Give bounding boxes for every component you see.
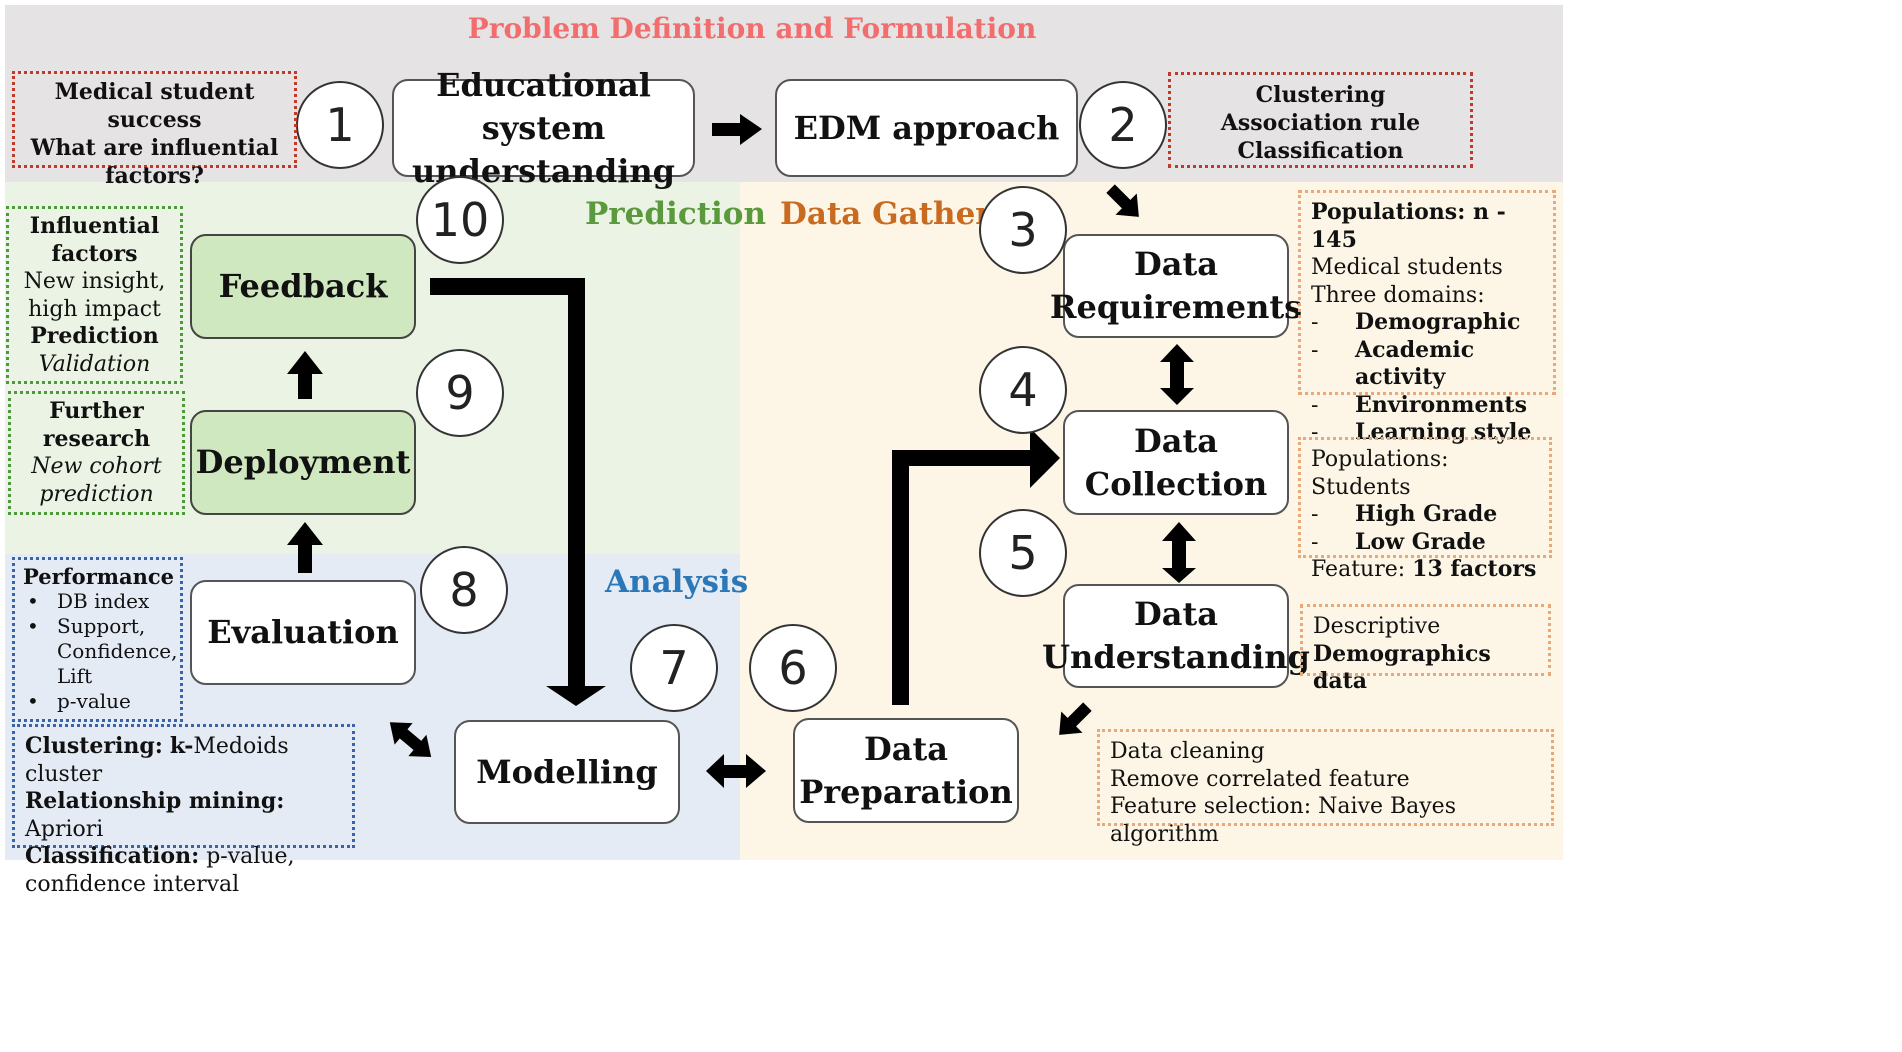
feedback-note-line: New insight, (23, 269, 166, 294)
understanding-note-line: Descriptive (1313, 614, 1441, 639)
data-understanding-box[interactable]: Data Understanding (1042, 584, 1310, 688)
step-number-5: 5 (979, 509, 1067, 597)
step-number-2: 2 (1079, 81, 1167, 169)
requirements-note-line: Three domains: (1311, 282, 1485, 308)
arrowhead-edu-to-edm (740, 114, 762, 145)
feedback-note-line: Influential (29, 213, 160, 239)
step-number-7: 7 (630, 624, 718, 712)
problem-note-line: Medical student success (54, 79, 255, 133)
collection-population: Populations: Students (1311, 447, 1449, 500)
grade-item: -Low Grade (1311, 528, 1486, 555)
performance-note: Performance DB index Support, Confidence… (12, 557, 183, 722)
deployment-note-line: New cohort (31, 454, 162, 479)
performance-item: p-value (27, 689, 172, 714)
arrow-preparation-modelling (706, 754, 766, 788)
data-requirements-box[interactable]: Data Requirements (1050, 234, 1302, 338)
feedback-note-line: factors (51, 240, 138, 267)
requirements-note: Populations: n - 145 Medical students Th… (1298, 190, 1556, 445)
evaluation-box[interactable]: Evaluation (190, 580, 416, 685)
edm-method-item: Association rule (1220, 110, 1421, 136)
edm-methods-note: Clustering Association rule Classificati… (1168, 72, 1473, 168)
understanding-note: Descriptive Demographics data (1300, 604, 1551, 694)
feedback-note: Influential factors New insight, high im… (6, 206, 183, 384)
understanding-note-line: Demographics data (1313, 640, 1491, 695)
feedback-note-line: high impact (28, 296, 161, 322)
edm-approach-box[interactable]: EDM approach (775, 79, 1078, 177)
requirements-note-line: Medical students (1311, 255, 1503, 280)
arrow-edu-to-edm (712, 123, 742, 136)
collection-note: Populations: Students -High Grade -Low G… (1298, 437, 1552, 582)
arrow-collection-understanding (1162, 522, 1196, 583)
arrow-deployment-to-feedback (287, 351, 323, 399)
domain-item: -Demographic (1311, 309, 1521, 335)
arrow-feedback-to-modelling (430, 278, 606, 706)
step-number-3: 3 (979, 186, 1067, 274)
performance-title: Performance (23, 564, 174, 589)
edm-method-item: Clustering (1255, 82, 1386, 108)
step-number-4: 4 (979, 346, 1067, 434)
deployment-note-line: Further (49, 398, 144, 424)
modelling-note-line: Relationship mining: Apriori (25, 788, 285, 842)
preparation-note-line: Feature selection: Naive Bayes algorithm (1110, 794, 1456, 847)
preparation-note: Data cleaning Remove correlated feature … (1097, 729, 1554, 847)
educational-system-box[interactable]: Educational system understanding (392, 66, 695, 190)
collection-feature: Feature: 13 factors (1311, 556, 1537, 582)
requirements-population: Populations: n - 145 (1311, 199, 1506, 253)
problem-section-title: Problem Definition and Formulation (467, 12, 1037, 45)
feedback-box[interactable]: Feedback (190, 234, 416, 339)
deployment-note-line: research (42, 425, 151, 452)
deployment-note: Further research New cohort prediction (8, 391, 185, 515)
arrow-evaluation-to-deployment (287, 522, 323, 573)
feedback-note-line: Prediction (30, 323, 159, 349)
feedback-note-line: Validation (38, 351, 151, 377)
modelling-note-line: Classification: p-value, (25, 843, 295, 869)
domain-item: -Academic activity (1311, 336, 1475, 391)
grade-item: -High Grade (1311, 501, 1498, 527)
arrow-preparation-to-collection (892, 428, 1060, 705)
preparation-note-line: Data cleaning (1110, 739, 1265, 764)
deployment-note-line: prediction (39, 481, 154, 507)
modelling-note-line: Clustering: k-Medoids cluster (25, 733, 289, 787)
problem-note-line: factors? (105, 163, 204, 189)
performance-item: Support, Confidence, Lift (27, 614, 177, 689)
data-preparation-box[interactable]: Data Preparation (793, 718, 1019, 823)
step-number-10: 10 (416, 176, 504, 264)
arrow-modelling-notes (389, 722, 432, 757)
domain-item: -Learning style (1311, 419, 1532, 445)
problem-note-line: What are influential (30, 135, 279, 161)
step-number-8: 8 (420, 546, 508, 634)
deployment-box[interactable]: Deployment (190, 410, 416, 515)
arrow-requirements-collection (1160, 344, 1194, 405)
modelling-note-line: confidence interval (25, 871, 240, 897)
domain-item: -Environments (1311, 391, 1527, 418)
data-collection-box[interactable]: Data Collection (1063, 410, 1289, 515)
edm-method-item: Classification (1237, 138, 1404, 164)
arrow-understanding-to-preparation (1059, 702, 1092, 735)
preparation-note-line: Remove correlated feature (1110, 766, 1410, 792)
prediction-section-title: Prediction (585, 196, 767, 232)
step-number-1: 1 (296, 81, 384, 169)
arrow-edm-to-requirements (1106, 184, 1139, 217)
problem-note: Medical student success What are influen… (12, 71, 297, 189)
analysis-section-title: Analysis (605, 564, 749, 600)
step-number-6: 6 (749, 624, 837, 712)
step-number-9: 9 (416, 349, 504, 437)
modelling-methods-note: Clustering: k-Medoids cluster Relationsh… (12, 724, 355, 897)
modelling-box[interactable]: Modelling (454, 720, 680, 824)
performance-list: DB index Support, Confidence, Lift p-val… (23, 589, 177, 714)
performance-item: DB index (27, 589, 172, 614)
